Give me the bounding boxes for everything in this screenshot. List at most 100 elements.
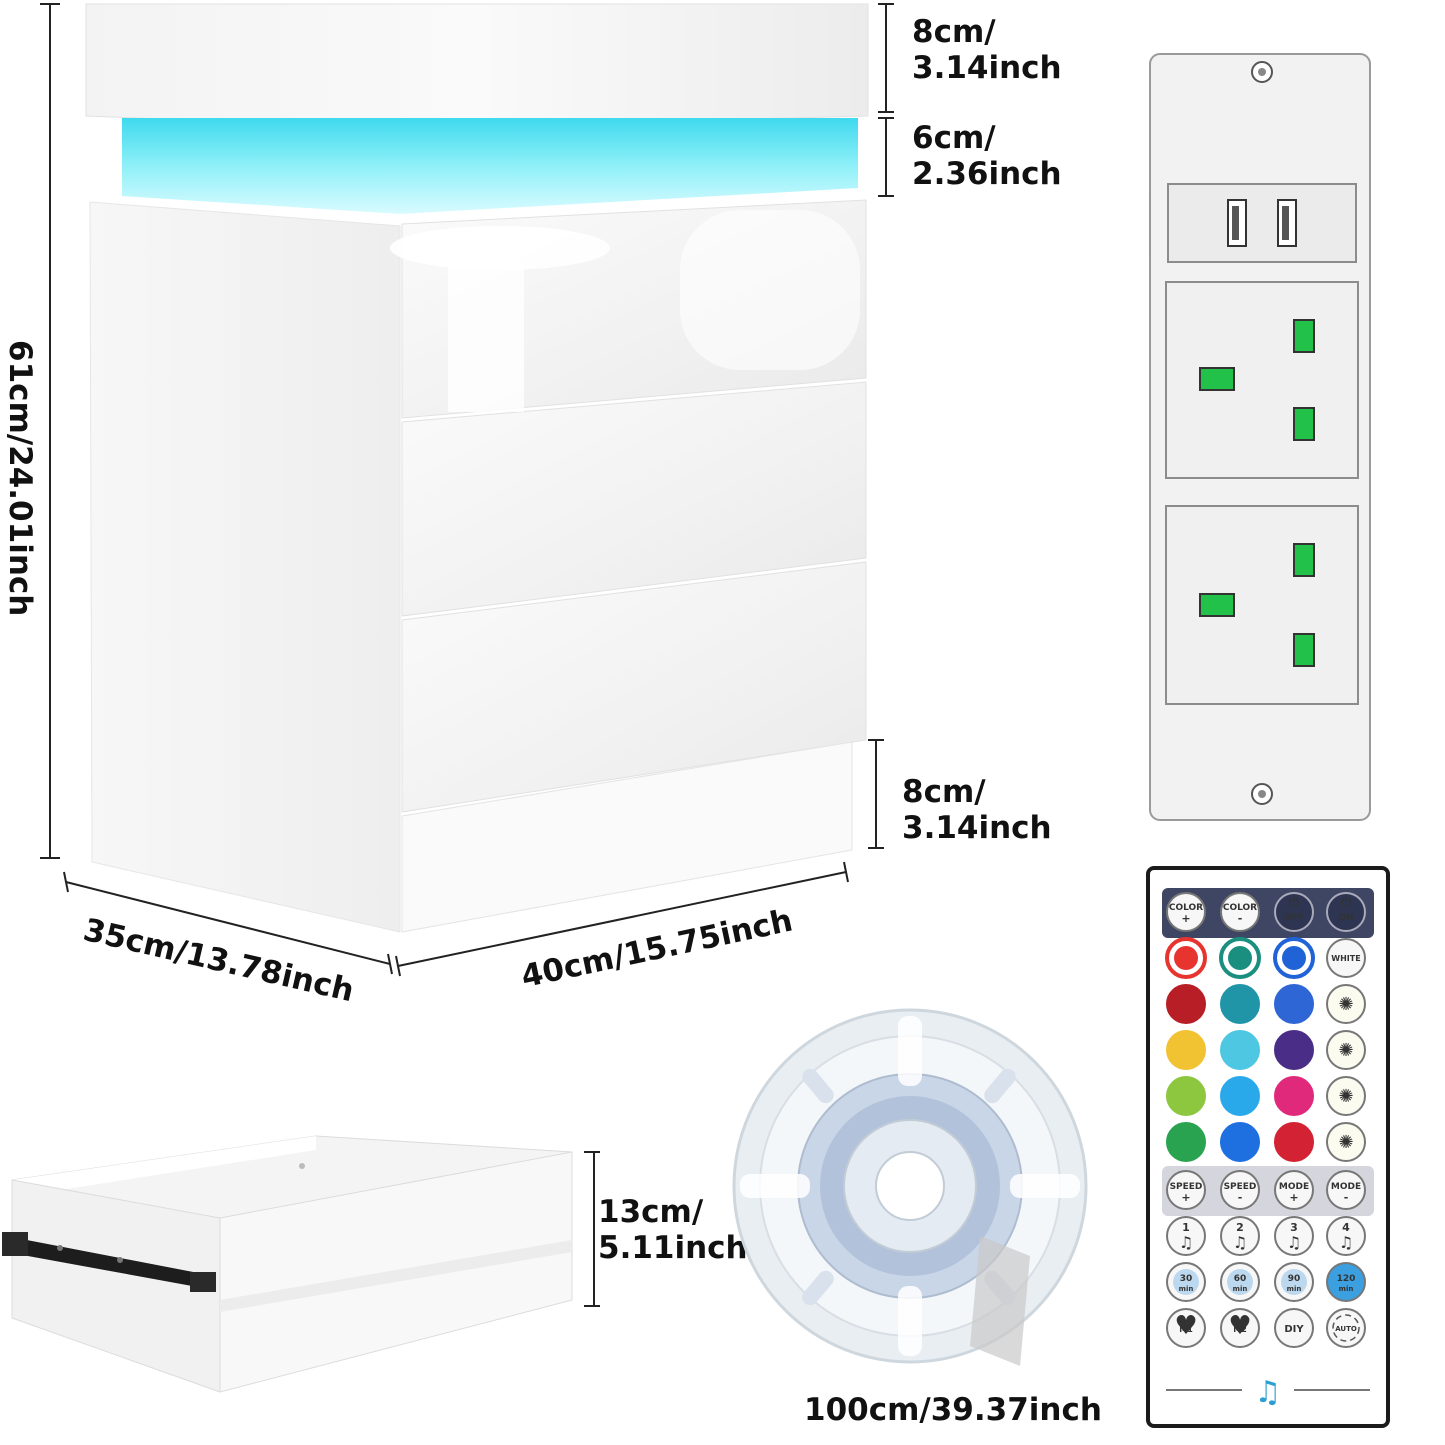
timer-3-value: 90	[1288, 1274, 1301, 1284]
total-height-label: 61cm/24.01inch	[2, 340, 38, 617]
color-swatch-0-0	[1174, 946, 1198, 970]
brightness-button-3[interactable]	[1326, 1076, 1366, 1116]
white-button[interactable]	[1326, 938, 1366, 978]
mode-minus-button[interactable]	[1326, 1170, 1366, 1210]
color-button-4-1[interactable]	[1220, 1122, 1260, 1162]
color-button-2-2[interactable]	[1274, 1030, 1314, 1070]
mode-plus-sign: +	[1289, 1191, 1298, 1204]
brightness-icon-3: ✺	[1338, 1086, 1353, 1107]
socket-1	[1165, 281, 1359, 479]
usb-module	[1167, 183, 1357, 263]
color-button-1-2[interactable]	[1274, 984, 1314, 1024]
timer-dial-icon-3	[1281, 1269, 1307, 1295]
color-button-3-1[interactable]	[1220, 1076, 1260, 1116]
color-swatch-0-2	[1282, 946, 1306, 970]
timer-dial-icon-4	[1333, 1269, 1359, 1295]
power-on-button[interactable]	[1326, 892, 1366, 932]
usb-port-1	[1227, 199, 1247, 247]
nightstand-illustration	[0, 0, 900, 1000]
plinth-height-label: 8cm/ 3.14inch	[902, 774, 1052, 846]
led-gap-label: 6cm/ 2.36inch	[912, 120, 1062, 192]
timer-4-value: 120	[1337, 1274, 1356, 1284]
power-off-button[interactable]	[1274, 892, 1314, 932]
top-slab	[85, 3, 869, 129]
music-1-icon: ♫	[1179, 1233, 1193, 1252]
color-button-2-1[interactable]	[1220, 1030, 1260, 1070]
color-minus-button[interactable]	[1220, 892, 1260, 932]
timer-2-unit: min	[1233, 1285, 1248, 1293]
color-minus-label: COLOR	[1223, 903, 1257, 913]
timer-4-unit: min	[1339, 1285, 1354, 1293]
socket-2	[1165, 505, 1359, 705]
drawer-front-2	[401, 381, 867, 617]
diy-label: DIY	[1284, 1324, 1304, 1335]
m2-label: M2	[1233, 1325, 1247, 1334]
usb-port-2	[1277, 199, 1297, 247]
m1-button[interactable]	[1166, 1308, 1206, 1348]
speed-minus-label: SPEED	[1224, 1182, 1257, 1192]
speed-minus-button[interactable]	[1220, 1170, 1260, 1210]
drawer-side	[11, 1179, 221, 1393]
drawer-height-label: 13cm/ 5.11inch	[598, 1194, 748, 1266]
color-button-3-0[interactable]	[1166, 1076, 1206, 1116]
brightness-icon-2: ✺	[1338, 1040, 1353, 1061]
color-button-1-1[interactable]	[1220, 984, 1260, 1024]
power-off-icon: ⏻	[1289, 895, 1299, 909]
white-label: WHITE	[1331, 954, 1360, 963]
music-2-icon: ♫	[1233, 1233, 1247, 1252]
mode-minus-label: MODE	[1331, 1182, 1361, 1192]
remote-svg: COLOR+COLOR-OFF⏻ON⏻WHITE✺✺✺✺SPEED+SPEED-…	[1146, 866, 1390, 1428]
brightness-button-2[interactable]	[1326, 1030, 1366, 1070]
brightness-icon-4: ✺	[1338, 1132, 1353, 1153]
color-button-4-0[interactable]	[1166, 1122, 1206, 1162]
music-4-icon: ♫	[1339, 1233, 1353, 1252]
color-swatch-0-1	[1228, 946, 1252, 970]
timer-1-unit: min	[1179, 1285, 1194, 1293]
brightness-icon-1: ✺	[1338, 994, 1353, 1015]
top-height-label: 8cm/ 3.14inch	[912, 14, 1062, 86]
timer-3-unit: min	[1287, 1285, 1302, 1293]
power-on-icon: ⏻	[1341, 895, 1351, 909]
m2-button[interactable]	[1220, 1308, 1260, 1348]
music-2-button[interactable]	[1220, 1216, 1260, 1256]
timer-2-value: 60	[1234, 1274, 1247, 1284]
brightness-button-1[interactable]	[1326, 984, 1366, 1024]
drawer-illustration	[0, 1130, 600, 1400]
mode-plus-button[interactable]	[1274, 1170, 1314, 1210]
speed-plus-button[interactable]	[1166, 1170, 1206, 1210]
color-button-1-0[interactable]	[1166, 984, 1206, 1024]
music-note-icon: ♫	[1255, 1375, 1282, 1410]
timer-1-value: 30	[1180, 1274, 1193, 1284]
m1-heart-icon: ♥	[1174, 1311, 1197, 1341]
power-off-label: OFF	[1284, 913, 1304, 923]
color-button-3-2[interactable]	[1274, 1076, 1314, 1116]
music-3-number: 3	[1290, 1221, 1298, 1234]
strip-length-label: 100cm/39.37inch	[804, 1392, 1102, 1428]
color-plus-sign: +	[1181, 912, 1190, 925]
cabinet-side	[89, 201, 401, 933]
drawer-front-3	[401, 561, 867, 813]
led-strip-reel-svg	[732, 1008, 1088, 1366]
mode-plus-label: MODE	[1279, 1182, 1309, 1192]
speed-plus-label: SPEED	[1170, 1182, 1203, 1192]
speed-minus-sign: -	[1238, 1191, 1243, 1204]
color-minus-sign: -	[1238, 912, 1243, 925]
diy-button[interactable]	[1274, 1308, 1314, 1348]
music-4-button[interactable]	[1326, 1216, 1366, 1256]
auto-label: AUTO	[1335, 1325, 1357, 1333]
color-button-2-0[interactable]	[1166, 1030, 1206, 1070]
m2-heart-icon: ♥	[1228, 1311, 1251, 1341]
socket-panel-svg	[1149, 53, 1371, 821]
music-3-button[interactable]	[1274, 1216, 1314, 1256]
mode-minus-sign: -	[1344, 1191, 1349, 1204]
plinth	[401, 741, 853, 933]
drawer-svg	[2, 1135, 600, 1393]
music-1-button[interactable]	[1166, 1216, 1206, 1256]
nightstand-svg	[40, 3, 894, 977]
timer-dial-icon-1	[1173, 1269, 1199, 1295]
color-plus-button[interactable]	[1166, 892, 1206, 932]
music-3-icon: ♫	[1287, 1233, 1301, 1252]
color-button-4-2[interactable]	[1274, 1122, 1314, 1162]
brightness-button-4[interactable]	[1326, 1122, 1366, 1162]
speed-plus-sign: +	[1181, 1191, 1190, 1204]
